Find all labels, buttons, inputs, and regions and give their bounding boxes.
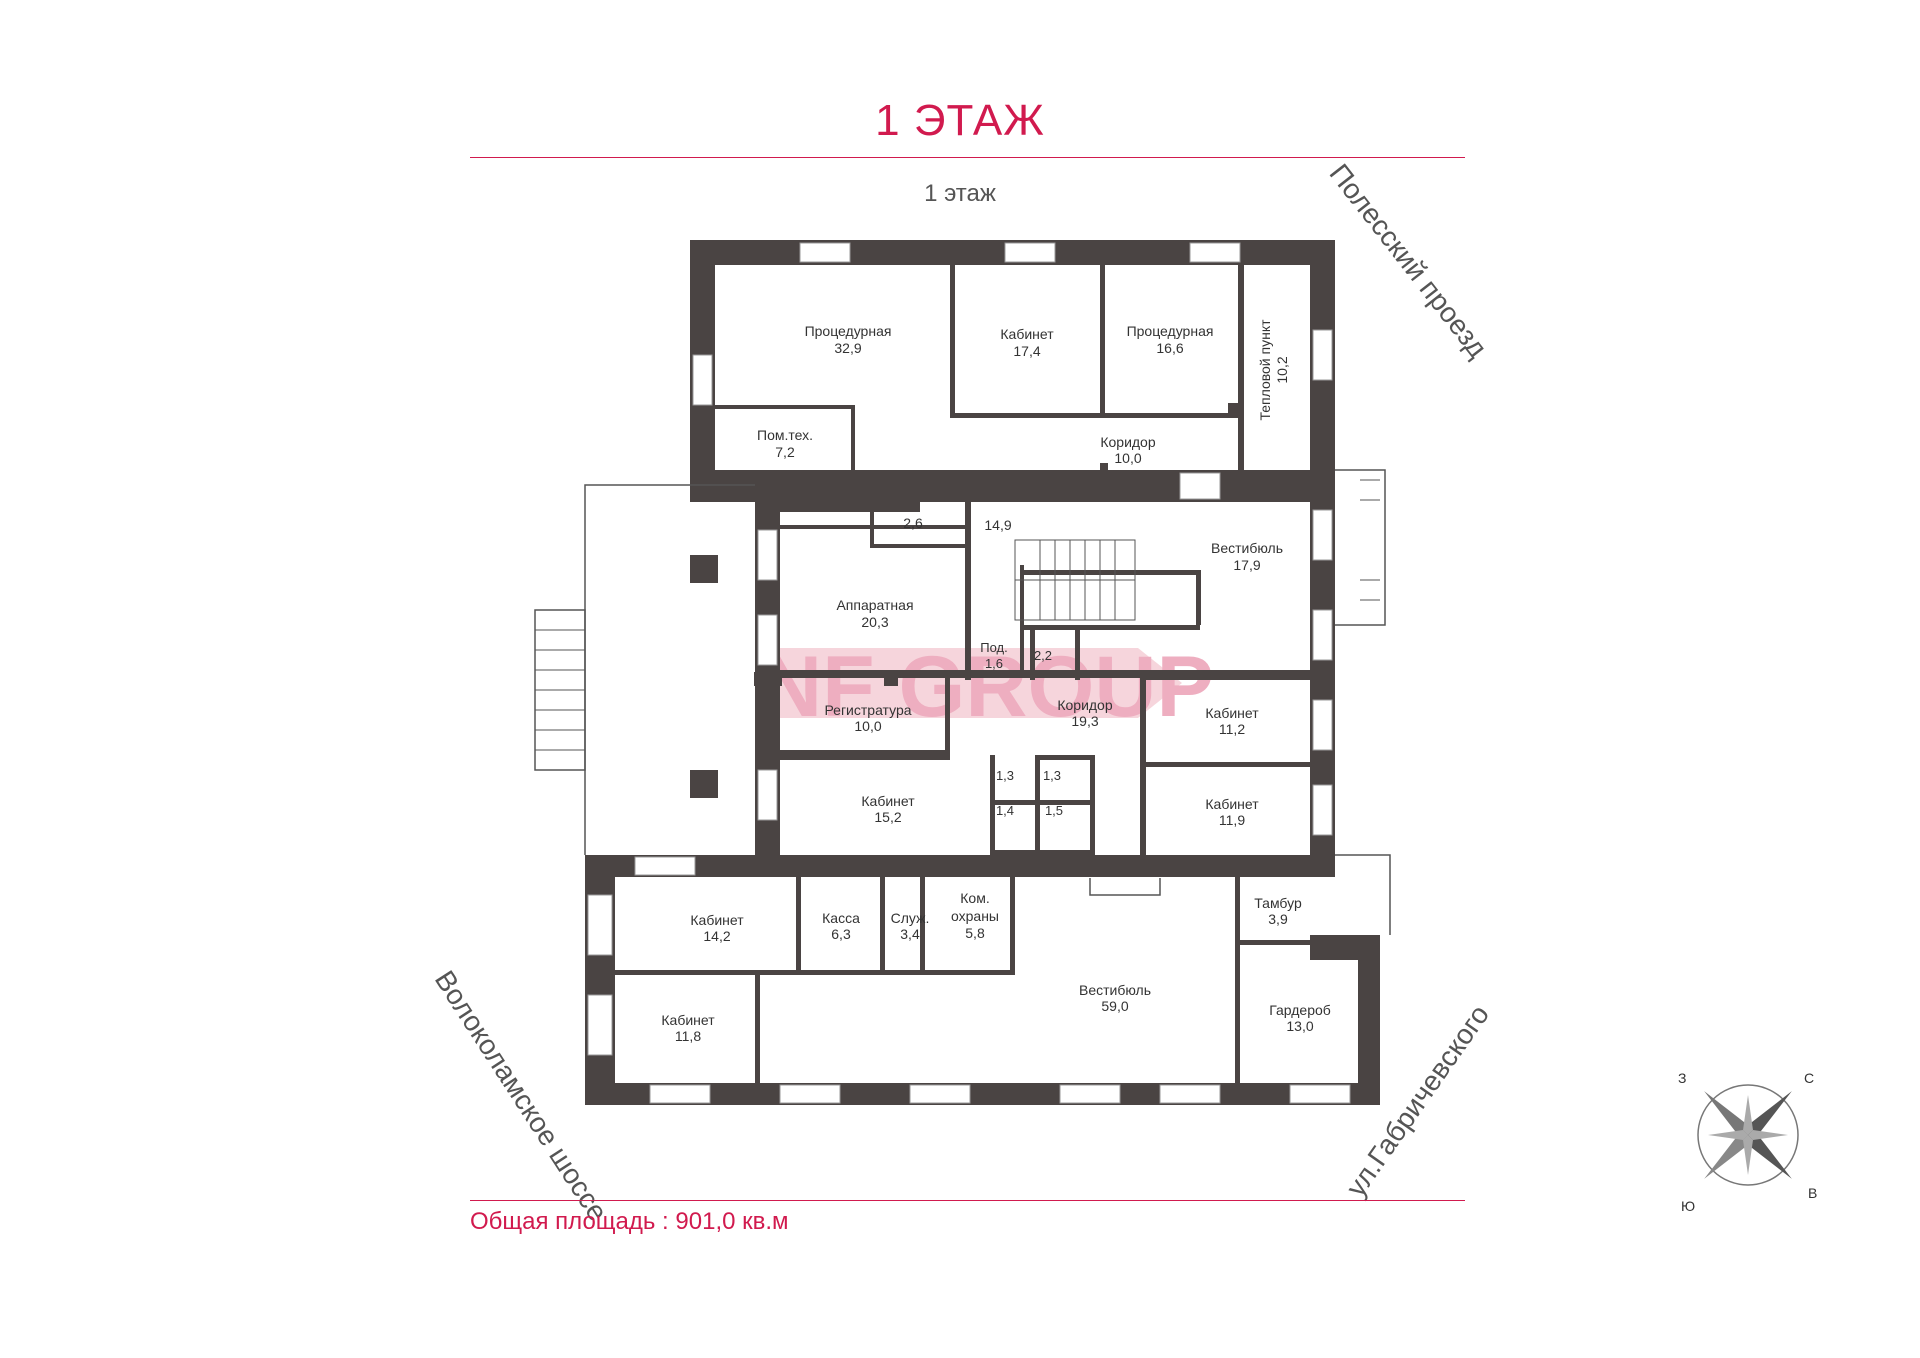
room-area: 19,3 — [1071, 713, 1098, 729]
room-name: Кабинет — [661, 1012, 715, 1028]
room-area: 1,3 — [996, 768, 1014, 783]
room-area: 59,0 — [1101, 998, 1128, 1014]
room-area: 11,2 — [1219, 721, 1245, 737]
room-name: Тамбур — [1254, 895, 1302, 911]
room-area: 2,2 — [1034, 648, 1052, 663]
room-name: Процедурная — [1127, 323, 1214, 339]
room-name: Аппаратная — [836, 597, 913, 613]
room-name: Ком. — [960, 890, 989, 906]
room-area: 20,3 — [861, 614, 888, 630]
room-name: Коридор — [1100, 434, 1156, 450]
compass-north: С — [1804, 1070, 1814, 1086]
room-area: 14,2 — [703, 928, 730, 944]
room-name: охраны — [951, 908, 999, 924]
room-area: 3,4 — [900, 926, 920, 942]
room-area: 10,2 — [1274, 356, 1290, 383]
page-title: 1 ЭТАЖ — [875, 96, 1045, 145]
room-area: 3,9 — [1268, 911, 1288, 927]
room-name: Гардероб — [1269, 1002, 1331, 1018]
room-name: Кабинет — [861, 793, 915, 809]
room-name: Кабинет — [1205, 705, 1259, 721]
room-name: Вестибюль — [1079, 982, 1151, 998]
plan-label: 1 этаж — [924, 180, 996, 207]
room-name: Регистратура — [824, 702, 911, 718]
room-name: Кабинет — [690, 912, 744, 928]
title-rule — [470, 157, 1465, 158]
room-area: 11,9 — [1219, 812, 1245, 828]
room-area: 14,9 — [984, 517, 1011, 533]
watermark-logo: NF GROUP — [758, 639, 1214, 735]
room-area: 1,6 — [985, 656, 1003, 671]
windows — [587, 242, 1351, 1104]
room-name: Вестибюль — [1211, 540, 1283, 556]
total-area: Общая площадь : 901,0 кв.м — [470, 1208, 789, 1235]
room-area: 10,0 — [1114, 450, 1141, 466]
room-name: Кабинет — [1000, 326, 1054, 342]
footer-rule — [470, 1200, 1465, 1201]
room-area: 32,9 — [834, 340, 861, 356]
room-name: Под. — [980, 640, 1008, 655]
room-area: 6,3 — [831, 926, 851, 942]
room-area: 17,9 — [1233, 557, 1260, 573]
room-area: 11,8 — [675, 1028, 701, 1044]
room-labels: Процедурная 32,9 Кабинет 17,4 Процедурна… — [661, 319, 1330, 1044]
room-area: 17,4 — [1013, 343, 1040, 359]
room-area: 10,0 — [854, 718, 881, 734]
room-area: 7,2 — [775, 444, 795, 460]
compass-east: В — [1808, 1185, 1817, 1201]
room-area: 1,3 — [1043, 768, 1061, 783]
watermark-text: NF GROUP — [760, 639, 1214, 735]
room-name: Служ. — [891, 910, 930, 926]
room-name: Коридор — [1057, 697, 1113, 713]
room-area: 15,2 — [874, 809, 901, 825]
room-name: Процедурная — [805, 323, 892, 339]
compass-rose: С Ю В З — [1678, 1070, 1817, 1214]
compass-west: З — [1678, 1070, 1686, 1086]
room-area: 1,5 — [1045, 803, 1063, 818]
room-area: 16,6 — [1156, 340, 1183, 356]
room-name: Касса — [822, 910, 860, 926]
room-area: 5,8 — [965, 925, 985, 941]
stair — [534, 479, 1380, 771]
room-area: 1,4 — [996, 803, 1014, 818]
room-name: Кабинет — [1205, 796, 1259, 812]
room-area: 13,0 — [1286, 1018, 1313, 1034]
compass-south: Ю — [1681, 1198, 1695, 1214]
room-name: Пом.тех. — [757, 427, 813, 443]
room-name: Тепловой пункт — [1257, 319, 1273, 421]
room-area: 2,6 — [903, 515, 923, 531]
